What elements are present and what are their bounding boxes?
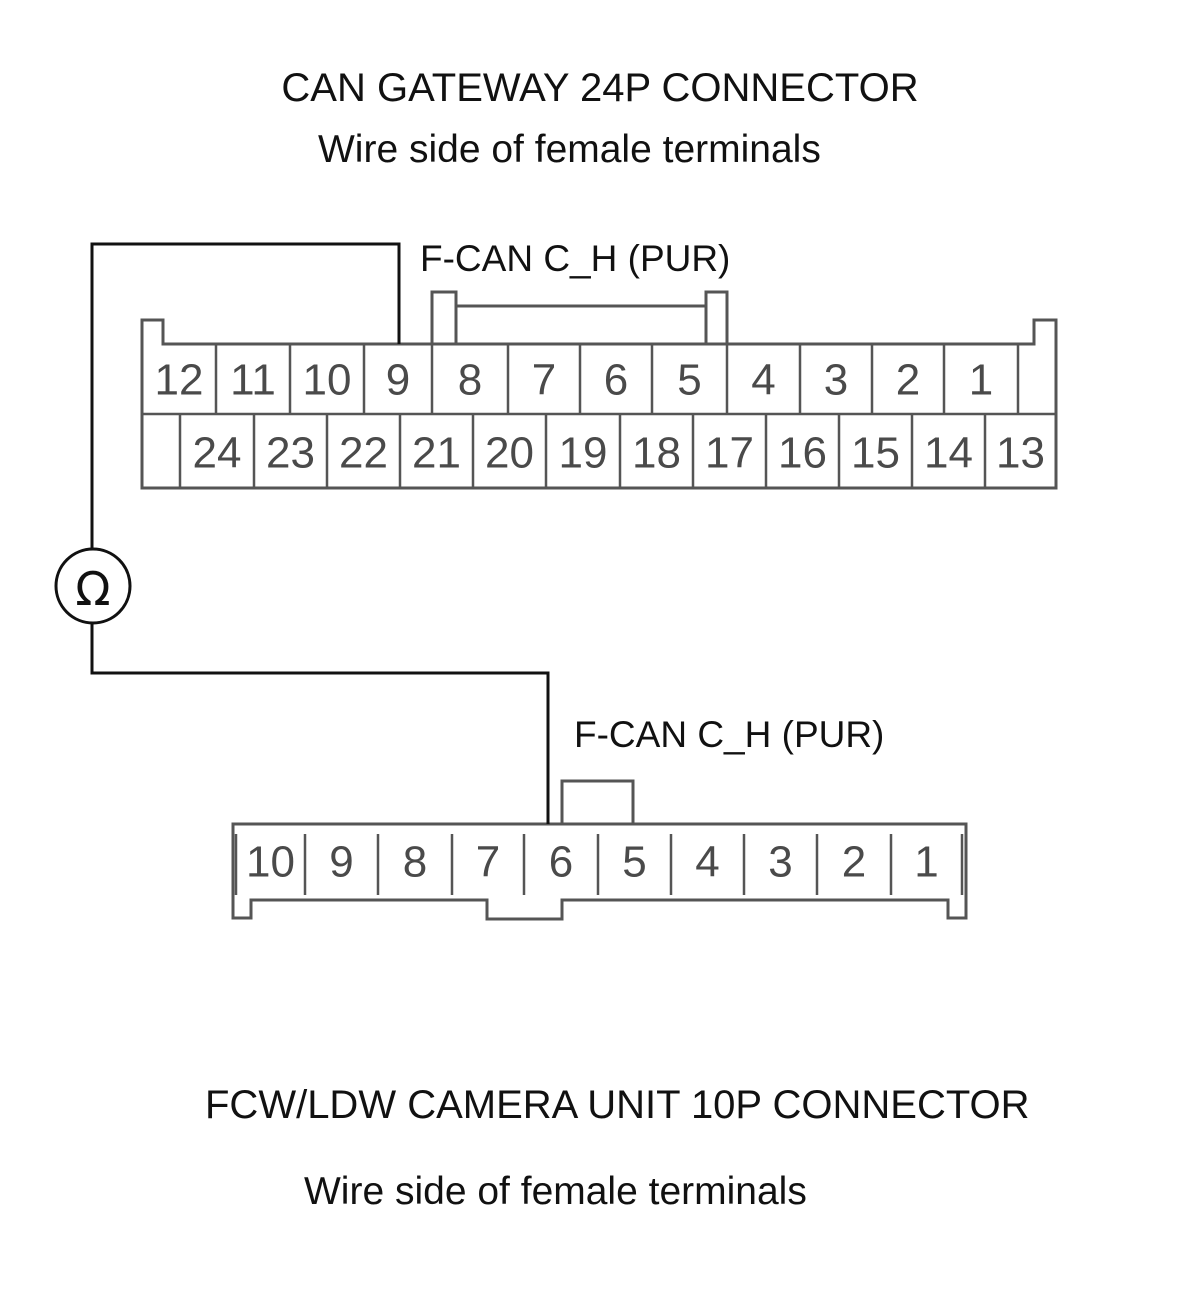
- top-connector-subtitle: Wire side of female terminals: [318, 128, 821, 171]
- bottom-connector-pin-label: 7: [476, 838, 500, 887]
- probe-wire-top: [90, 242, 401, 550]
- top-wire-label: F-CAN C_H (PUR): [420, 238, 731, 279]
- top-connector-pin-label: 4: [751, 356, 775, 405]
- top-connector-pin-label: 20: [485, 429, 534, 478]
- bottom-connector-pin-label: 8: [403, 838, 427, 887]
- top-connector-pin-label: 1: [969, 356, 993, 405]
- top-connector-pin-label: 16: [778, 429, 827, 478]
- top-connector-pin-label: 6: [604, 356, 628, 405]
- top-connector-pin-label: 13: [996, 429, 1045, 478]
- top-connector-pin-label: 12: [155, 356, 204, 405]
- top-connector-pin-label: 15: [851, 429, 900, 478]
- top-connector-pin-label: 2: [896, 356, 920, 405]
- top-connector-pin-label: 10: [303, 356, 352, 405]
- top-connector-pin-label: 21: [412, 429, 461, 478]
- bottom-connector-top-tab: [560, 779, 635, 824]
- bottom-connector-title: FCW/LDW CAMERA UNIT 10P CONNECTOR: [205, 1083, 1030, 1127]
- top-connector-pin-label: 17: [705, 429, 754, 478]
- bottom-connector-pin-label: 3: [768, 838, 792, 887]
- ohm-symbol: Ω: [75, 562, 110, 616]
- top-connector-shell: [140, 318, 1058, 490]
- bottom-connector-pin-label: 6: [549, 838, 573, 887]
- top-connector-pin-label: 7: [532, 356, 556, 405]
- top-connector-title: CAN GATEWAY 24P CONNECTOR: [281, 66, 919, 110]
- top-connector-pin-label: 24: [193, 429, 242, 478]
- top-connector-latch: [430, 290, 729, 344]
- top-connector-pin-label: 22: [339, 429, 388, 478]
- bottom-connector-pin-label: 10: [246, 838, 295, 887]
- top-connector-pin-label: 19: [559, 429, 608, 478]
- top-connector-pin-label: 18: [632, 429, 681, 478]
- top-connector-pin-label: 3: [824, 356, 848, 405]
- bottom-connector-pin-label: 9: [329, 838, 353, 887]
- bottom-connector-pin-label: 2: [842, 838, 866, 887]
- top-connector-pin-label: 5: [677, 356, 701, 405]
- probe-wire-bottom: [90, 622, 550, 824]
- top-connector-pin-label: 14: [924, 429, 973, 478]
- bottom-connector-subtitle: Wire side of female terminals: [304, 1170, 807, 1213]
- top-connector-pin-label: 8: [458, 356, 482, 405]
- bottom-connector-shell: [231, 822, 968, 921]
- bottom-connector-pin-label: 1: [914, 838, 938, 887]
- top-connector-pin-label: 23: [266, 429, 315, 478]
- bottom-connector-pin-label: 4: [695, 838, 719, 887]
- top-connector-pin-label: 9: [386, 356, 410, 405]
- top-connector-pin-label: 11: [230, 356, 276, 405]
- ohmmeter-icon: Ω: [54, 547, 132, 625]
- bottom-wire-label: F-CAN C_H (PUR): [574, 714, 885, 755]
- bottom-connector-pin-label: 5: [622, 838, 646, 887]
